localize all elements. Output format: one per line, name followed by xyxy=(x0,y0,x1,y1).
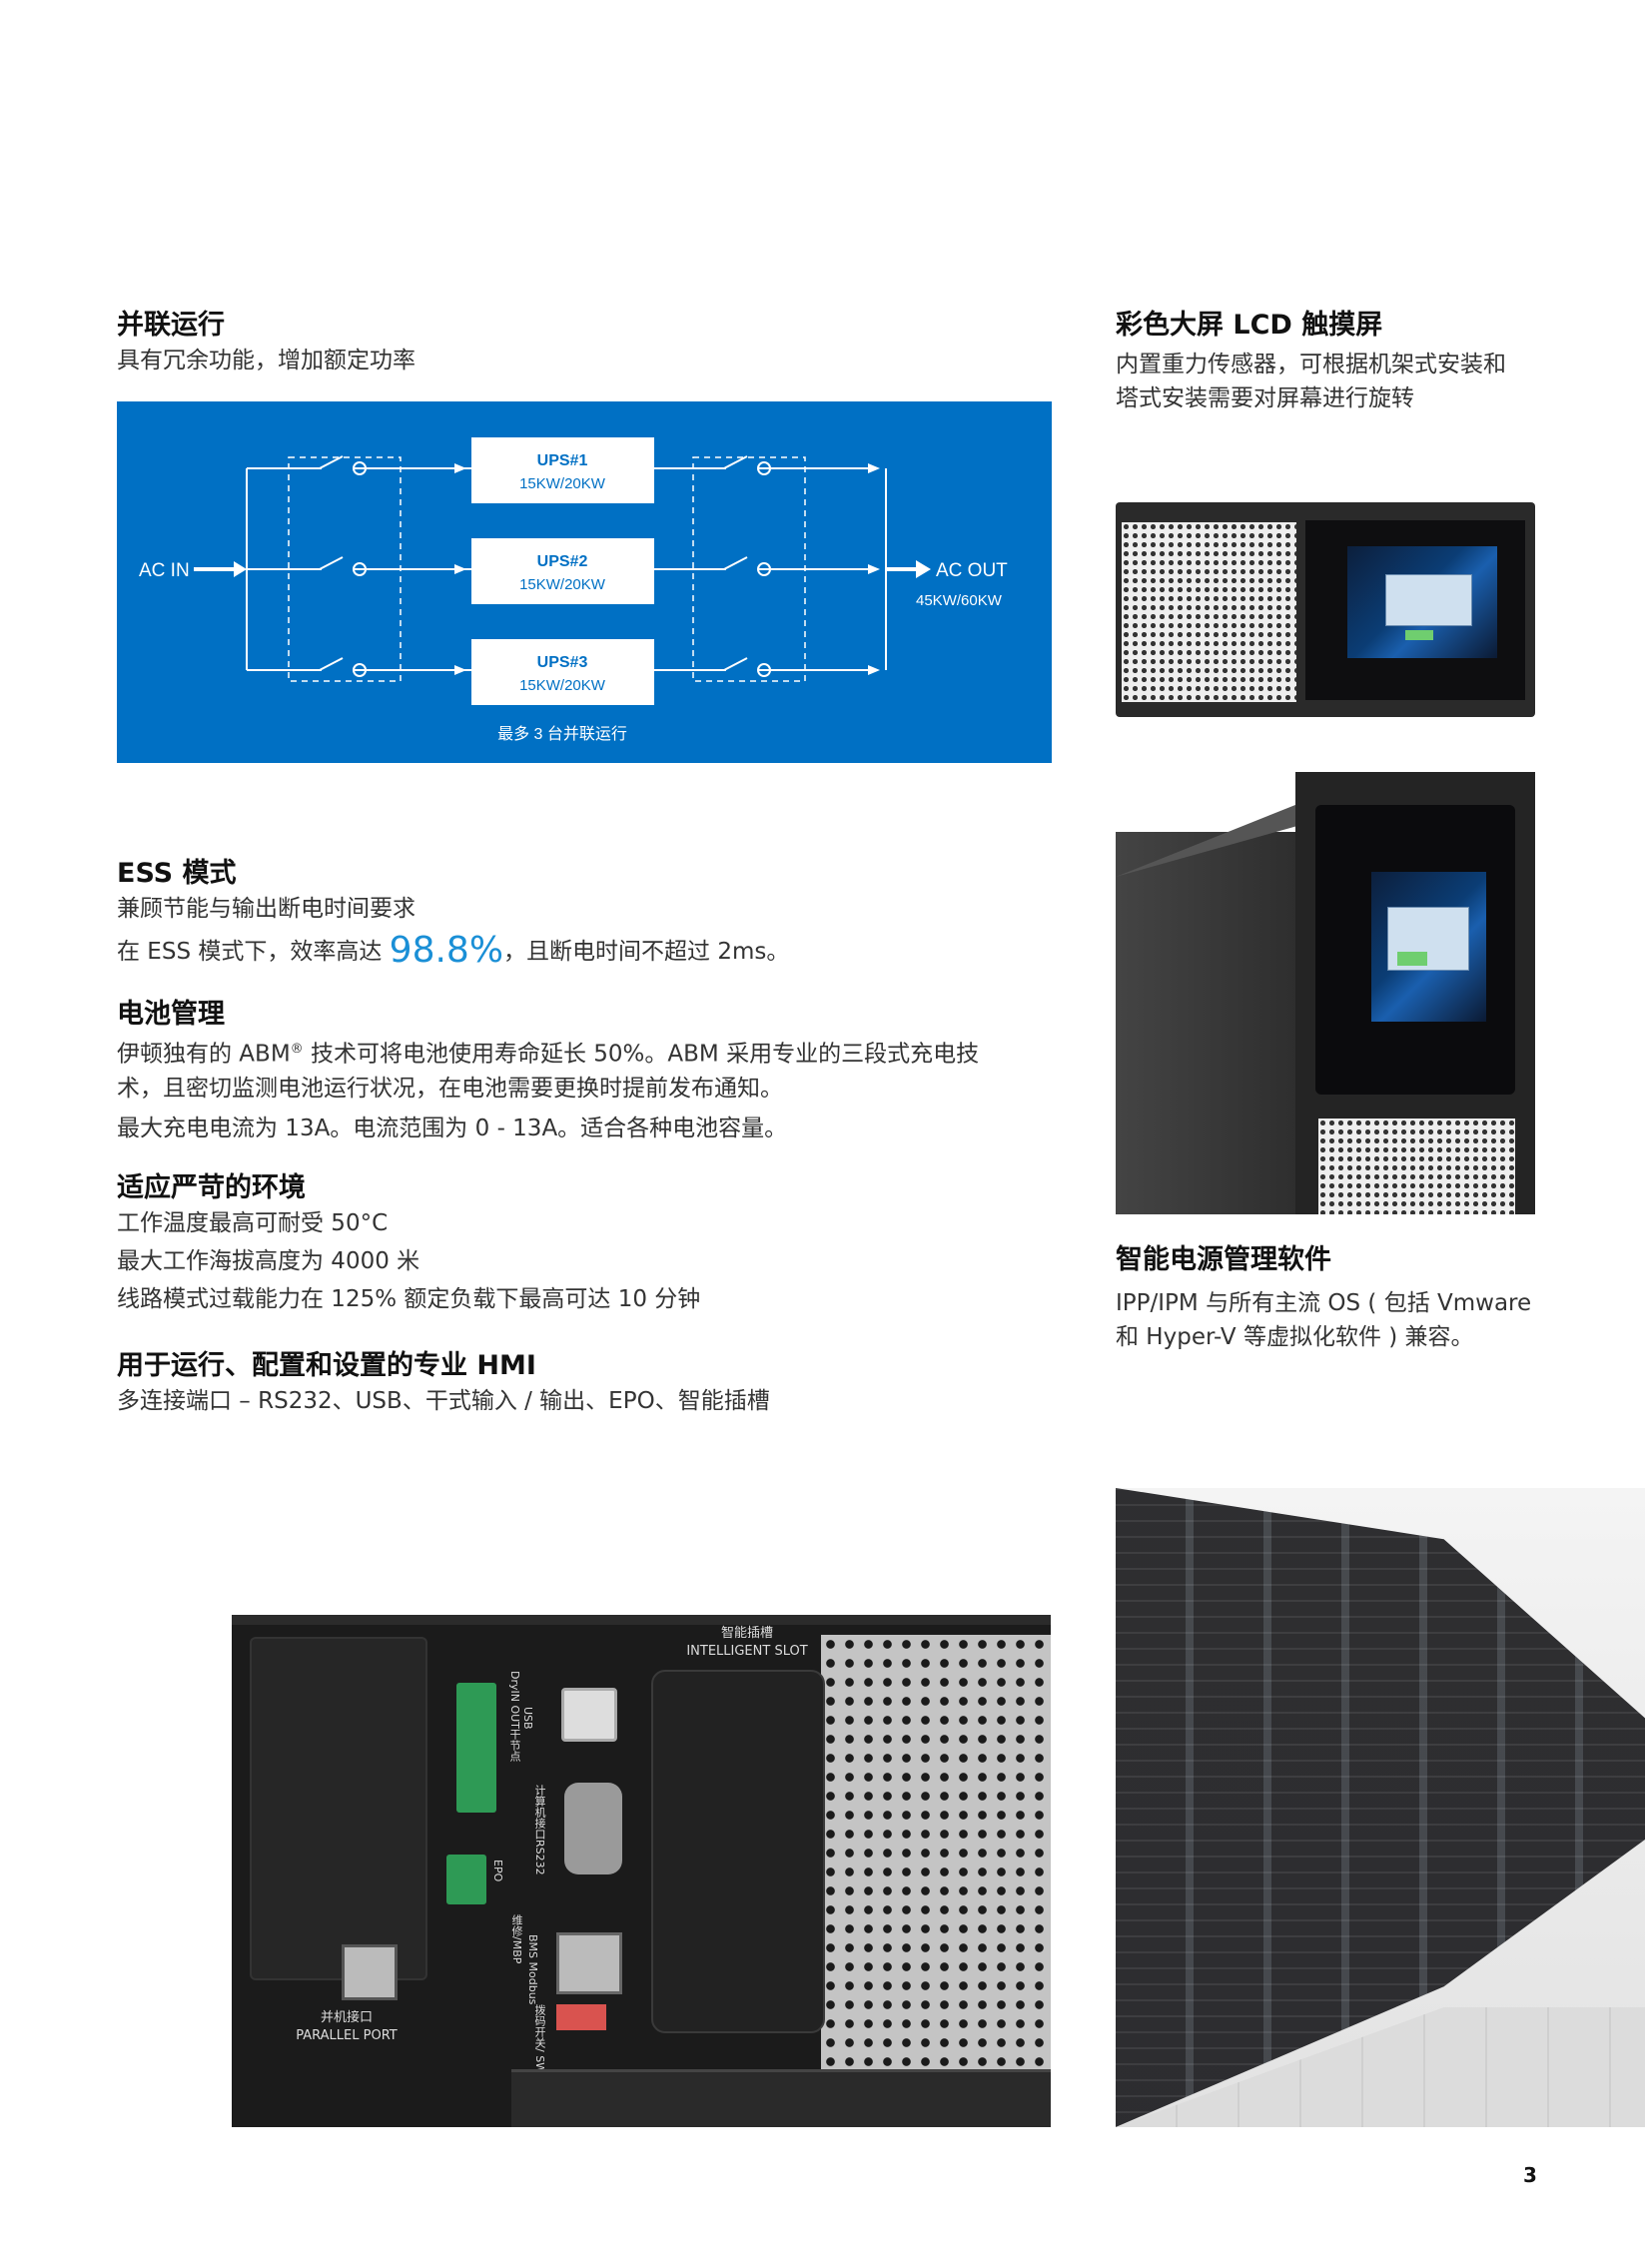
battery-line-3: 最大充电电流为 13A。电流范围为 0 - 13A。适合各种电池容量。 xyxy=(117,1115,788,1141)
parallel-diagram: AC IN AC OUT 45KW/60KW UPS#1 15KW/20KW U… xyxy=(117,401,1052,763)
usb-label: USB xyxy=(521,1707,534,1730)
bms-label: BMS Modbus xyxy=(526,1934,539,2005)
sw-label: 拨码开关/ SW xyxy=(533,2004,546,2074)
parallel-diagram-svg: AC IN AC OUT 45KW/60KW UPS#1 15KW/20KW U… xyxy=(139,437,1008,743)
environment-section: 适应严苛的环境 工作温度最高可耐受 50°C 最大工作海拔高度为 4000 米 … xyxy=(117,1170,1076,1316)
section-title: 适应严苛的环境 xyxy=(117,1172,306,1203)
tower-ups-photo xyxy=(1116,772,1535,1214)
software-line-2: 和 Hyper-V 等虚拟化软件 ) 兼容。 xyxy=(1116,1324,1474,1350)
ac-in-label: AC IN xyxy=(139,560,190,581)
bms-rj45-port xyxy=(556,1932,622,1994)
parallel-section: 并联运行 具有冗余功能，增加额定功率 xyxy=(117,308,1056,377)
software-line-1: IPP/IPM 与所有主流 OS ( 包括 Vmware xyxy=(1116,1290,1532,1316)
dip-switch xyxy=(556,2004,606,2030)
dry-contact-terminal xyxy=(456,1683,496,1813)
section-subtitle: 兼顾节能与输出断电时间要求 xyxy=(117,896,415,922)
rear-panel-photo: 智能插槽 INTELLIGENT SLOT DryIN OUT干节点 USB 计… xyxy=(232,1615,1051,2127)
section-title: ESS 模式 xyxy=(117,858,237,889)
hmi-line: 多连接端口 – RS232、USB、干式输入 / 输出、EPO、智能插槽 xyxy=(117,1388,770,1414)
ess-efficiency-line: 在 ESS 模式下，效率高达 98.8%，且断电时间不超过 2ms。 xyxy=(117,933,1076,969)
ups1-rating: 15KW/20KW xyxy=(519,475,606,492)
lcd-line-1: 内置重力传感器，可根据机架式安装和 xyxy=(1116,352,1506,377)
dry-label: DryIN OUT干节点 xyxy=(508,1671,521,1762)
battery-line-1-post: 技术可将电池使用寿命延长 50%。ABM 采用专业的三段式充电技 xyxy=(303,1041,980,1068)
environment-item: 线路模式过载能力在 125% 额定负载下最高可达 10 分钟 xyxy=(117,1286,701,1312)
lcd-section: 彩色大屏 LCD 触摸屏 内置重力传感器，可根据机架式安装和 塔式安装需要对屏幕… xyxy=(1116,308,1635,415)
section-subtitle: 具有冗余功能，增加额定功率 xyxy=(117,348,415,374)
ac-out-label: AC OUT xyxy=(936,560,1008,581)
rack-ups-photo xyxy=(1116,502,1535,717)
ups3-rating: 15KW/20KW xyxy=(519,677,606,694)
epo-terminal xyxy=(446,1855,486,1904)
ac-out-rating: 45KW/60KW xyxy=(916,592,1003,609)
rs232-port xyxy=(564,1783,622,1874)
software-section: 智能电源管理软件 IPP/IPM 与所有主流 OS ( 包括 Vmware 和 … xyxy=(1116,1242,1635,1354)
section-title: 用于运行、配置和设置的专业 HMI xyxy=(117,1350,536,1381)
mbp-label: 维修/MBP xyxy=(510,1914,523,1964)
data-center-photo xyxy=(1116,1488,1645,2127)
hmi-section: 用于运行、配置和设置的专业 HMI 多连接端口 – RS232、USB、干式输入… xyxy=(117,1348,1076,1418)
intelligent-slot-en: INTELLIGENT SLOT xyxy=(686,1644,808,1659)
ess-efficiency-value: 98.8% xyxy=(389,930,504,971)
epo-label: EPO xyxy=(491,1860,504,1882)
usb-port xyxy=(561,1688,617,1742)
ups2-rating: 15KW/20KW xyxy=(519,576,606,593)
registered-mark: ® xyxy=(290,1042,304,1057)
rs232-label: 计算机接口RS232 xyxy=(533,1785,546,1875)
environment-item: 工作温度最高可耐受 50°C xyxy=(117,1210,389,1236)
section-title: 彩色大屏 LCD 触摸屏 xyxy=(1116,310,1383,341)
environment-item: 最大工作海拔高度为 4000 米 xyxy=(117,1248,420,1274)
intelligent-slot-cn: 智能插槽 xyxy=(720,1626,773,1641)
lcd-line-2: 塔式安装需要对屏幕进行旋转 xyxy=(1116,385,1414,411)
parallel-port-cn: 并机接口 xyxy=(320,2010,373,2025)
section-title: 并联运行 xyxy=(117,310,225,341)
parallel-port-en: PARALLEL PORT xyxy=(296,2028,398,2043)
parallel-rj45-port xyxy=(342,1944,398,2000)
ups1-name: UPS#1 xyxy=(537,452,588,469)
diagram-caption: 最多 3 台并联运行 xyxy=(497,725,627,743)
section-title: 智能电源管理软件 xyxy=(1116,1244,1331,1275)
ess-section: ESS 模式 兼顾节能与输出断电时间要求 在 ESS 模式下，效率高达 98.8… xyxy=(117,856,1076,969)
ups3-name: UPS#3 xyxy=(537,654,588,671)
ess-line-post: ，且断电时间不超过 2ms。 xyxy=(503,939,790,965)
section-title: 电池管理 xyxy=(117,999,225,1030)
battery-line-2: 术，且密切监测电池运行状况，在电池需要更换时提前发布通知。 xyxy=(117,1075,783,1102)
ups2-name: UPS#2 xyxy=(537,553,588,570)
battery-line-1: 伊顿独有的 ABM® 技术可将电池使用寿命延长 50%。ABM 采用专业的三段式… xyxy=(117,1033,1076,1072)
battery-line-1-pre: 伊顿独有的 ABM xyxy=(117,1041,291,1068)
ess-line-pre: 在 ESS 模式下，效率高达 xyxy=(117,939,383,965)
page-number: 3 xyxy=(1523,2163,1537,2187)
battery-section: 电池管理 伊顿独有的 ABM® 技术可将电池使用寿命延长 50%。ABM 采用专… xyxy=(117,997,1076,1145)
